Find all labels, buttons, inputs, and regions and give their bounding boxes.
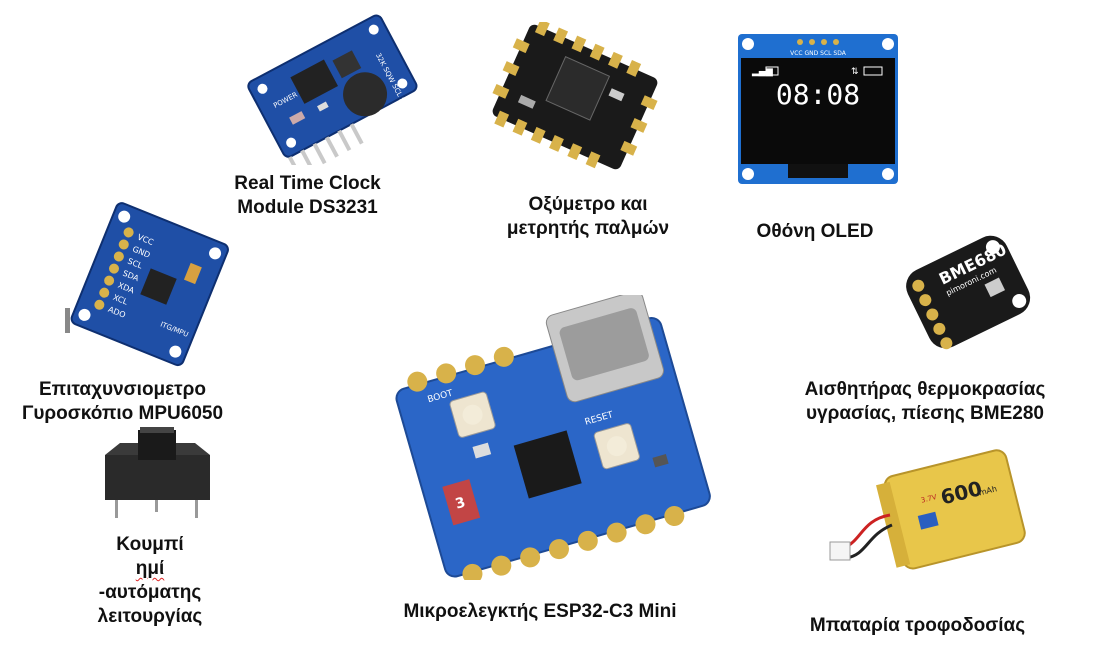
oled-clock: 08:08 (776, 78, 860, 111)
svg-text:⇅: ⇅ (851, 67, 859, 77)
esp-chip-num: 3 (454, 494, 468, 512)
oximeter-module-image (492, 22, 658, 170)
oximeter-label: Οξύμετρο και μετρητής παλμών (506, 194, 670, 239)
push-button-label: Κουμπί ημί-αυτόματης λειτουργίας (97, 534, 203, 627)
battery-image: 600 mAh 3.7V (829, 449, 1026, 570)
mpu6050-module-image: VCC GND SCL SDA XDA XCL ADO ITG/MPU (65, 202, 229, 367)
push-button-image (105, 427, 210, 518)
rtc-module-image: 32K SQW SCL SDA VCC GND POWER (247, 14, 420, 165)
battery-volt: 3.7V (920, 493, 938, 505)
esp32-label: Μικροελεγκτής ESP32-C3 Mini (403, 601, 677, 622)
bme-sensor-image: BME680 pimoroni.com (906, 235, 1031, 350)
oled-label: Οθόνη OLED (756, 221, 874, 242)
battery-unit: mAh (978, 484, 998, 497)
mpu6050-label: Επιταχυνσιομετρο Γυροσκόπιο MPU6050 (21, 379, 224, 424)
battery-label: Μπαταρία τροφοδοσίας (809, 615, 1026, 636)
svg-text:▂▄▆: ▂▄▆ (751, 67, 774, 77)
bme-label: Αισθητήρας θερμοκρασίας υγρασίας, πίεσης… (804, 379, 1046, 424)
oled-pin-header: VCC GND SCL SDA (790, 50, 847, 57)
oled-display-image: VCC GND SCL SDA ▂▄▆ ⇅ 08:08 (738, 34, 898, 184)
esp32-c3-board-image: 3 BOOT RESET (395, 295, 711, 580)
rtc-label: Real Time Clock Module DS3231 (234, 173, 381, 218)
